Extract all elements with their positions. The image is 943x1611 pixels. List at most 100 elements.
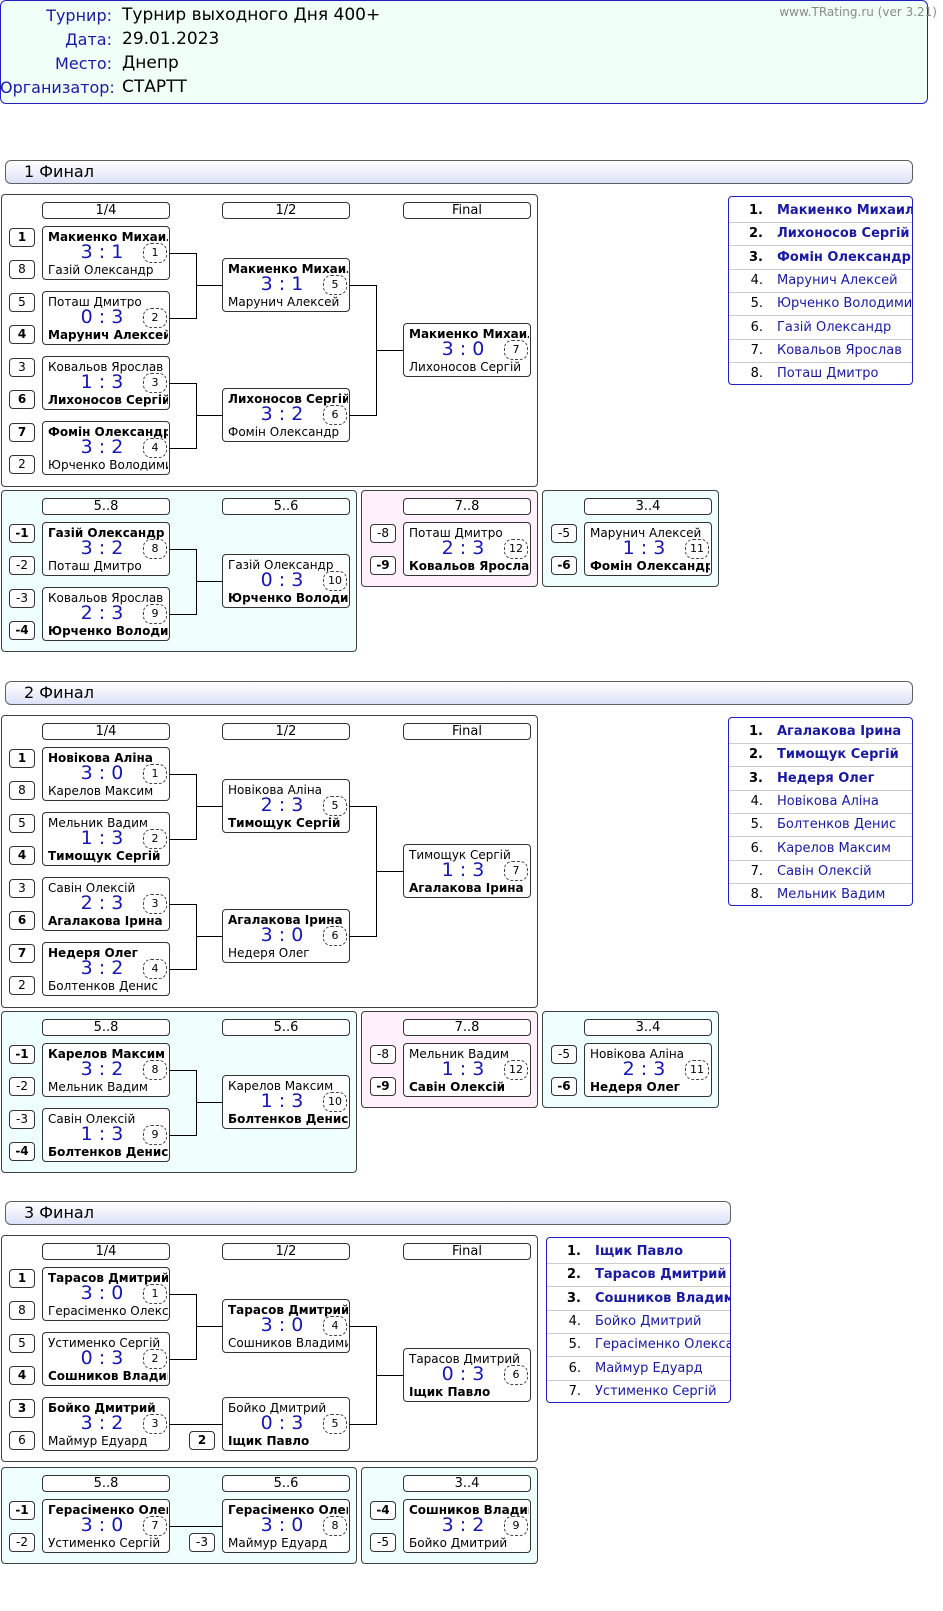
match-score: 3 : 2 xyxy=(80,537,124,559)
results-row[interactable]: 2.Лихоносов Сергій xyxy=(729,222,912,247)
match-number: 5 xyxy=(323,275,347,295)
results-row[interactable]: 4.Марунич Алексей xyxy=(729,269,912,293)
results-row[interactable]: 5.Юрченко Володимир xyxy=(729,292,912,317)
player-bottom: Недеря Олег xyxy=(228,946,310,960)
player-top: Устименко Сергій xyxy=(48,1336,161,1350)
results-row[interactable]: 2.Тарасов Дмитрий xyxy=(547,1263,730,1288)
player-bottom: Устименко Сергій xyxy=(48,1536,161,1550)
results-row[interactable]: 6.Газій Олександр xyxy=(729,316,912,340)
seed-box: 4 xyxy=(9,1366,35,1385)
section-title: 3 Финал xyxy=(5,1201,731,1225)
seed-box: -4 xyxy=(370,1501,396,1520)
match-score: 1 : 3 xyxy=(80,371,124,393)
results-rank: 8. xyxy=(750,887,763,903)
results-name: Болтенков Денис xyxy=(777,817,897,833)
match-score: 3 : 2 xyxy=(80,1412,124,1434)
bracket-line xyxy=(169,383,196,384)
results-row[interactable]: 3.Недеря Олег xyxy=(729,767,912,791)
results-rank: 2. xyxy=(567,1267,581,1283)
match-score: 0 : 3 xyxy=(80,306,124,328)
results-row[interactable]: 4.Бойко Дмитрий xyxy=(547,1310,730,1334)
match-score: 1 : 3 xyxy=(80,1123,124,1145)
player-top: Макиенко Михаил xyxy=(409,327,529,341)
seed-box: -2 xyxy=(9,556,35,575)
results-row[interactable]: 7.Устименко Сергій xyxy=(547,1380,730,1402)
results-row[interactable]: 8.Поташ Дмитро xyxy=(729,362,912,384)
player-bottom: Сошников Владимир xyxy=(48,1369,168,1383)
results-row[interactable]: 8.Мельник Вадим xyxy=(729,883,912,905)
match-score: 3 : 0 xyxy=(80,1282,124,1304)
results-name: Марунич Алексей xyxy=(777,272,898,288)
results-row[interactable]: 3.Фомін Олександр xyxy=(729,246,912,270)
seed-box: 1 xyxy=(9,1269,35,1288)
match-number: 12 xyxy=(504,1060,528,1080)
player-bottom: Іщик Павло xyxy=(228,1434,310,1448)
results-rank: 7. xyxy=(568,1383,581,1399)
results-rank: 6. xyxy=(750,319,763,335)
player-top: Поташ Дмитро xyxy=(409,526,503,540)
results-row[interactable]: 1.Іщик Павло xyxy=(547,1240,730,1264)
seed-box: 2 xyxy=(189,1431,215,1450)
results-row[interactable]: 1.Агалакова Ірина xyxy=(729,720,912,744)
results-row[interactable]: 5.Болтенков Денис xyxy=(729,813,912,838)
results-rank: 6. xyxy=(750,840,763,856)
results-row[interactable]: 6.Маймур Едуард xyxy=(547,1357,730,1381)
seed-box: -2 xyxy=(9,1533,35,1552)
results-row[interactable]: 2.Тимощук Сергій xyxy=(729,743,912,768)
results-row[interactable]: 7.Савін Олексій xyxy=(729,860,912,884)
results-row[interactable]: 3.Сошников Владимир xyxy=(547,1287,730,1311)
results-row[interactable]: 7.Ковальов Ярослав xyxy=(729,339,912,363)
bracket-line xyxy=(196,1070,197,1136)
seed-box: 2 xyxy=(9,976,35,995)
match-score: 3 : 0 xyxy=(80,762,124,784)
results-name: Агалакова Ірина xyxy=(777,724,902,739)
player-bottom: Карелов Максим xyxy=(48,784,154,798)
bracket-line xyxy=(169,253,196,254)
bracket-line xyxy=(196,1326,223,1327)
results-row[interactable]: 5.Герасіменко Олександр xyxy=(547,1333,730,1358)
results-row[interactable]: 4.Новікова Аліна xyxy=(729,790,912,814)
match-score: 3 : 1 xyxy=(80,241,124,263)
seed-box: 6 xyxy=(9,390,35,409)
match-number: 10 xyxy=(323,1092,347,1112)
results-name: Поташ Дмитро xyxy=(777,366,879,382)
results-row[interactable]: 6.Карелов Максим xyxy=(729,837,912,861)
results-rank: 7. xyxy=(750,863,763,879)
results-row[interactable]: 1.Макиенко Михаил xyxy=(729,199,912,223)
